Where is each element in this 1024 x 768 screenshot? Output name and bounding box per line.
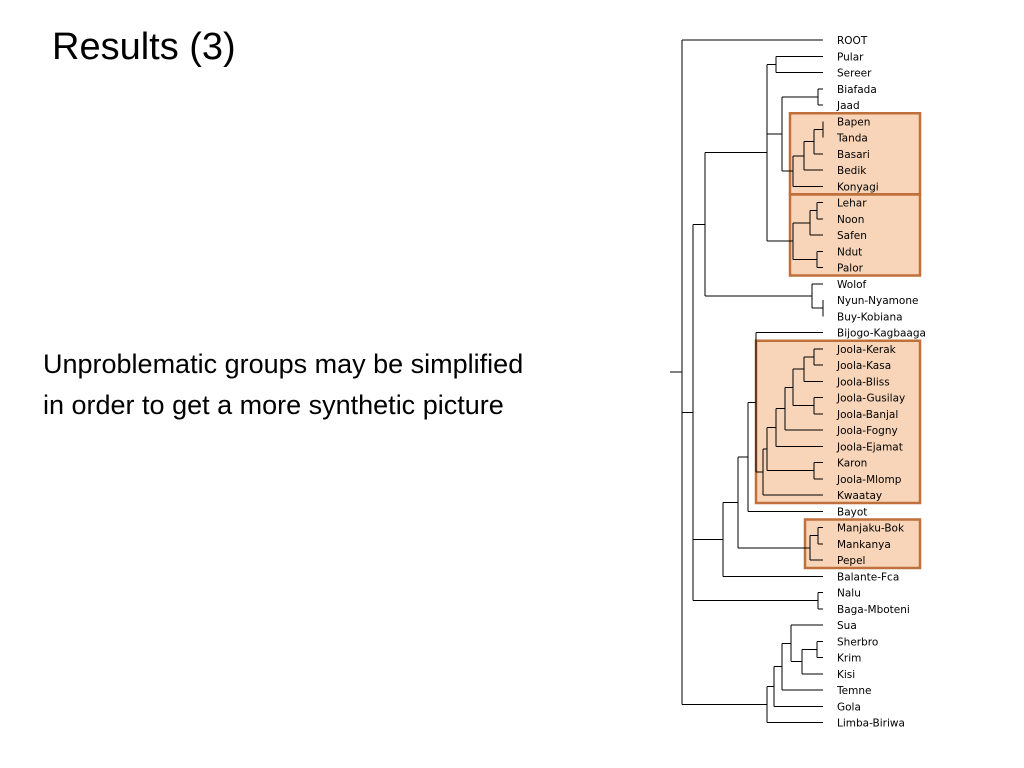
leaf-label: Bijogo-Kagbaaga xyxy=(837,328,926,340)
leaf-label: Joola-Banjal xyxy=(836,409,898,421)
leaf-label: Kwaatay xyxy=(837,490,882,502)
leaf-label: Krim xyxy=(837,653,861,665)
leaf-label: Gola xyxy=(837,701,861,713)
body-line-2: in order to get a more synthetic picture xyxy=(43,390,504,420)
highlight-box xyxy=(788,112,922,196)
highlight-box xyxy=(754,339,922,505)
leaf-label: Balante-Fca xyxy=(837,571,899,583)
leaf-label: Kisi xyxy=(837,669,855,681)
leaf-label: Temne xyxy=(836,685,871,697)
leaf-label: Sereer xyxy=(837,68,872,80)
leaf-label: Jaad xyxy=(836,100,860,112)
leaf-label: Joola-Fogny xyxy=(836,425,898,437)
leaf-label: Ndut xyxy=(837,246,862,258)
leaf-label: Bedik xyxy=(837,165,867,177)
leaf-label: Baga-Mboteni xyxy=(837,604,910,616)
leaf-labels: ROOT PularSereerBiafadaJaadBapenTandaBasa… xyxy=(836,35,926,730)
leaf-label: Joola-Bliss xyxy=(836,376,890,388)
leaf-label: Manjaku-Bok xyxy=(837,523,905,535)
tree-edges xyxy=(670,39,824,723)
leaf-label: Palor xyxy=(837,263,864,275)
leaf-label: Safen xyxy=(837,230,867,242)
leaf-label: Joola-Ejamat xyxy=(836,441,903,453)
slide-title: Results (3) xyxy=(52,26,236,68)
leaf-label: Pepel xyxy=(837,555,865,567)
leaf-label: Joola-Mlomp xyxy=(836,474,902,486)
leaf-label: Bapen xyxy=(837,116,870,128)
highlight-boxes xyxy=(754,112,922,570)
leaf-label: Lehar xyxy=(837,198,867,210)
phylogenetic-tree: ROOT PularSereerBiafadaJaadBapenTandaBasa… xyxy=(670,35,926,730)
highlight-box xyxy=(803,518,922,570)
leaf-label: ROOT xyxy=(837,35,868,47)
leaf-label: Nalu xyxy=(837,588,861,600)
leaf-label: Joola-Kerak xyxy=(836,344,897,356)
leaf-label: Mankanya xyxy=(837,539,891,551)
leaf-label: Basari xyxy=(837,149,870,161)
slide-body-text: Unproblematic groups may be simplified i… xyxy=(43,344,623,426)
leaf-label: Biafada xyxy=(837,84,877,96)
leaf-label: Sherbro xyxy=(837,636,878,648)
leaf-label: Karon xyxy=(837,458,867,470)
leaf-label: Wolof xyxy=(837,279,867,291)
leaf-label: Bayot xyxy=(837,506,867,518)
leaf-label: Limba-Biriwa xyxy=(837,718,905,730)
leaf-label: Joola-Kasa xyxy=(836,360,891,372)
leaf-label: Pular xyxy=(837,51,864,63)
leaf-label: Nyun-Nyamone xyxy=(837,295,918,307)
body-line-1: Unproblematic groups may be simplified xyxy=(43,349,524,379)
leaf-label: Tanda xyxy=(836,133,868,145)
leaf-label: Noon xyxy=(837,214,864,226)
leaf-label: Joola-Gusilay xyxy=(836,393,905,405)
leaf-label: Sua xyxy=(837,620,857,632)
leaf-label: Buy-Kobiana xyxy=(837,311,903,323)
leaf-label: Konyagi xyxy=(837,181,879,193)
